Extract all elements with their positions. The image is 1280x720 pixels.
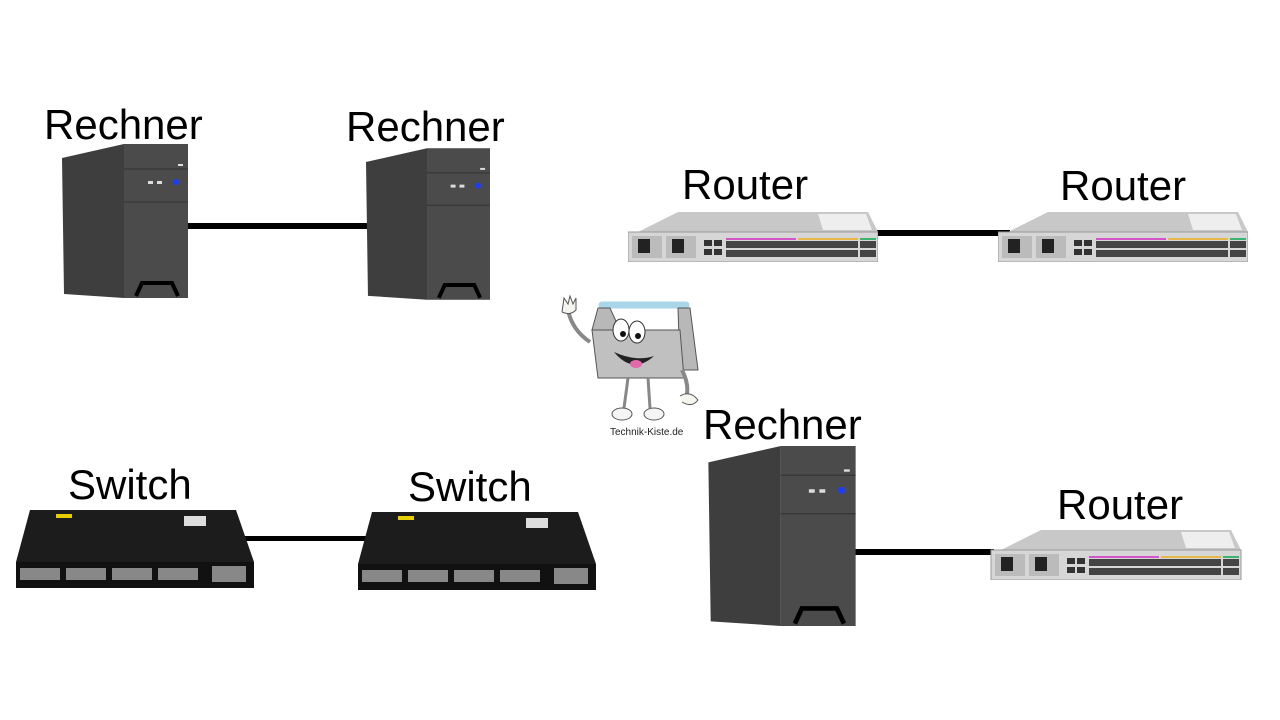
router-icon xyxy=(628,212,878,262)
switch-icon xyxy=(16,510,254,588)
label-router-3: Router xyxy=(1057,481,1184,528)
mascot-credit: Technik-Kiste.de xyxy=(610,427,684,438)
label-router-1: Router xyxy=(682,161,809,208)
router-icon xyxy=(998,212,1248,262)
computer-icon xyxy=(708,446,856,626)
cable-pc-router xyxy=(854,549,994,555)
computer-icon xyxy=(62,144,188,298)
label-switch-1: Switch xyxy=(68,461,192,508)
toolbox-mascot-icon xyxy=(561,294,699,421)
switch-icon xyxy=(358,512,596,590)
label-pc-1: Rechner xyxy=(44,101,203,148)
computer-icon xyxy=(366,148,490,300)
label-router-2: Router xyxy=(1060,162,1187,209)
cable-router-router xyxy=(870,230,1010,236)
label-switch-2: Switch xyxy=(408,463,532,510)
label-pc-2: Rechner xyxy=(346,103,505,150)
router-icon xyxy=(990,530,1242,580)
label-pc-3: Rechner xyxy=(703,401,862,448)
cable-switch-switch xyxy=(240,536,380,541)
cable-pc-pc xyxy=(186,223,368,229)
